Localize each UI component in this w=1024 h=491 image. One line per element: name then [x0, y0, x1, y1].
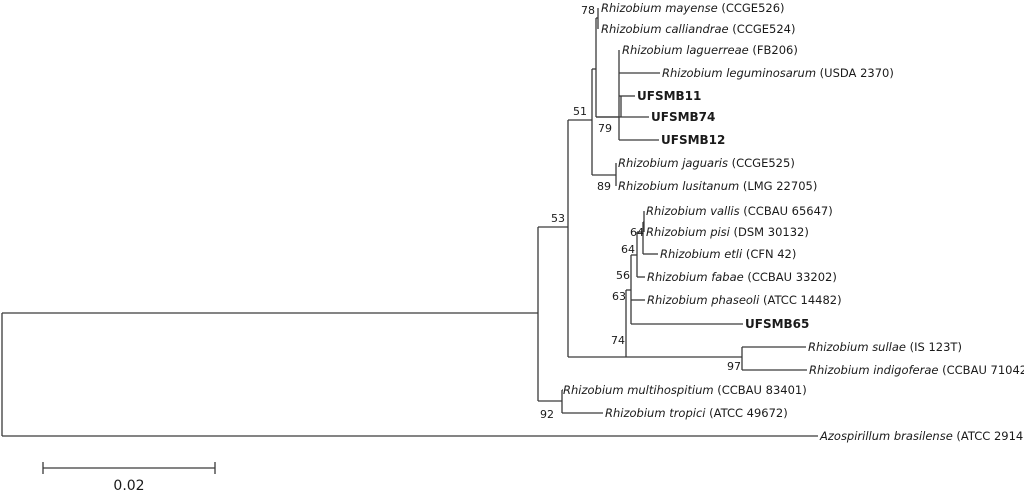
taxon-species: Rhizobium phaseoli — [647, 293, 760, 307]
bootstrap-value: 64 — [621, 243, 635, 256]
taxon-strain: (FB206) — [749, 43, 798, 57]
taxon-strain: (USDA 2370) — [816, 66, 894, 80]
taxon-label-lusitanum: Rhizobium lusitanum (LMG 22705) — [618, 179, 817, 193]
taxon-strain: (IS 123T) — [906, 340, 962, 354]
taxon-species: UFSMB65 — [745, 317, 809, 331]
taxon-label-laguerreae: Rhizobium laguerreae (FB206) — [622, 43, 798, 57]
taxon-label-fabae: Rhizobium fabae (CCBAU 33202) — [647, 270, 837, 284]
taxon-label-pisi: Rhizobium pisi (DSM 30132) — [646, 225, 809, 239]
bootstrap-value: 53 — [551, 212, 565, 225]
bootstrap-value: 64 — [630, 226, 644, 239]
taxon-label-multihospitium: Rhizobium multihospitium (CCBAU 83401) — [563, 383, 807, 397]
taxon-species: Rhizobium jaguaris — [618, 156, 728, 170]
bootstrap-value: 63 — [612, 290, 626, 303]
taxon-species: Rhizobium tropici — [605, 406, 706, 420]
bootstrap-value: 78 — [581, 4, 595, 17]
bootstrap-values: 78 79 51 89 53 64 64 56 63 74 97 92 — [540, 4, 741, 421]
taxon-strain: (ATCC 14482) — [759, 293, 841, 307]
taxon-label-leguminosarum: Rhizobium leguminosarum (USDA 2370) — [662, 66, 894, 80]
taxon-species: Rhizobium indigoferae — [809, 363, 938, 377]
taxon-strain: (CCGE526) — [718, 1, 785, 15]
taxon-species: Rhizobium pisi — [646, 225, 731, 239]
taxon-label-calliandrae: Rhizobium calliandrae (CCGE524) — [601, 22, 795, 36]
scale-bar-label: 0.02 — [113, 478, 144, 491]
tree-branches — [1, 8, 818, 437]
taxon-species: Rhizobium sullae — [808, 340, 906, 354]
bootstrap-value: 89 — [597, 180, 611, 193]
bootstrap-value: 74 — [611, 334, 625, 347]
taxon-labels: Rhizobium mayense (CCGE526) Rhizobium cal… — [563, 1, 1024, 443]
bootstrap-value: 79 — [598, 122, 612, 135]
taxon-species: Rhizobium laguerreae — [622, 43, 749, 57]
taxon-label-indigoferae: Rhizobium indigoferae (CCBAU 71042) — [809, 363, 1024, 377]
taxon-species: Rhizobium fabae — [647, 270, 744, 284]
taxon-strain: (CCBAU 83401) — [714, 383, 807, 397]
taxon-strain: (CCBAU 71042) — [938, 363, 1024, 377]
taxon-label-phaseoli: Rhizobium phaseoli (ATCC 14482) — [647, 293, 842, 307]
taxon-strain: (DSM 30132) — [730, 225, 809, 239]
bootstrap-value: 97 — [727, 360, 741, 373]
taxon-species: Azospirillum brasilense — [819, 429, 953, 443]
taxon-strain: (ATCC 49672) — [705, 406, 787, 420]
taxon-label-azospirillum: Azospirillum brasilense (ATCC 29145) — [819, 429, 1024, 443]
taxon-label-jaguaris: Rhizobium jaguaris (CCGE525) — [618, 156, 795, 170]
taxon-species: Rhizobium etli — [660, 247, 743, 261]
taxon-strain: (CCGE524) — [729, 22, 796, 36]
taxon-strain: (CFN 42) — [742, 247, 796, 261]
taxon-species: UFSMB74 — [651, 110, 715, 124]
taxon-label-UFSMB12: UFSMB12 — [661, 133, 725, 147]
taxon-species: UFSMB11 — [637, 89, 701, 103]
taxon-label-vallis: Rhizobium vallis (CCBAU 65647) — [646, 204, 833, 218]
taxon-species: Rhizobium lusitanum — [618, 179, 739, 193]
taxon-strain: (ATCC 29145) — [953, 429, 1024, 443]
taxon-strain: (CCGE525) — [728, 156, 795, 170]
taxon-strain: (LMG 22705) — [739, 179, 817, 193]
taxon-species: Rhizobium mayense — [601, 1, 718, 15]
scale-bar: 0.02 — [42, 462, 216, 491]
taxon-label-UFSMB65: UFSMB65 — [745, 317, 809, 331]
taxon-species: Rhizobium multihospitium — [563, 383, 714, 397]
taxon-species: Rhizobium leguminosarum — [662, 66, 816, 80]
bootstrap-value: 51 — [573, 105, 587, 118]
taxon-species: Rhizobium vallis — [646, 204, 740, 218]
taxon-strain: (CCBAU 33202) — [744, 270, 837, 284]
taxon-species: Rhizobium calliandrae — [601, 22, 729, 36]
taxon-label-sullae: Rhizobium sullae (IS 123T) — [808, 340, 962, 354]
taxon-label-etli: Rhizobium etli (CFN 42) — [660, 247, 796, 261]
taxon-label-mayense: Rhizobium mayense (CCGE526) — [601, 1, 785, 15]
bootstrap-value: 56 — [616, 269, 630, 282]
taxon-label-tropici: Rhizobium tropici (ATCC 49672) — [605, 406, 788, 420]
taxon-label-UFSMB11: UFSMB11 — [637, 89, 701, 103]
taxon-label-UFSMB74: UFSMB74 — [651, 110, 715, 124]
bootstrap-value: 92 — [540, 408, 554, 421]
taxon-strain: (CCBAU 65647) — [740, 204, 833, 218]
taxon-species: UFSMB12 — [661, 133, 725, 147]
